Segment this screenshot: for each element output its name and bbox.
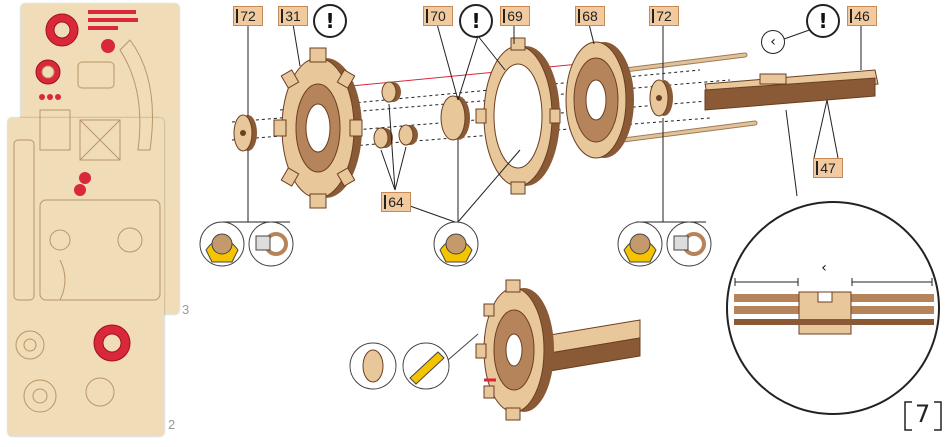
warning-icon: ! — [459, 4, 493, 38]
shaft-detail-magnifier — [726, 201, 940, 415]
part-label-69: 69 — [500, 6, 530, 26]
glue-icons — [199, 221, 712, 390]
part-label-46: 46 — [847, 6, 877, 26]
ring-gear-69 — [475, 37, 561, 195]
part-label-47: 47 — [813, 158, 843, 178]
part-70 — [440, 95, 470, 141]
shaft-46-47 — [704, 69, 879, 111]
direction-arrow-icon: ‹ — [761, 30, 785, 54]
step-number: 7 — [915, 400, 931, 428]
assembled-gear — [475, 279, 641, 421]
gear-31 — [273, 47, 363, 209]
step-bracket — [904, 401, 942, 431]
leader-lines — [222, 23, 862, 223]
part-label-70: 70 — [423, 6, 453, 26]
part-label-68: 68 — [575, 6, 605, 26]
washer-72-right — [649, 79, 673, 117]
part-label-72-right: 72 — [649, 6, 679, 26]
part-label-31: 31 — [278, 6, 308, 26]
sheet-number-2: 2 — [168, 417, 176, 432]
glue-spread-icon — [666, 221, 712, 267]
sheet-3-parts — [35, 10, 161, 301]
part-label-72-left: 72 — [233, 6, 263, 26]
direction-arrow-icon: ‹ — [821, 260, 827, 276]
warning-icon: ! — [313, 4, 347, 38]
disc-68 — [565, 41, 634, 159]
sheet-number-3: 3 — [182, 302, 190, 317]
glue-spread-icon — [248, 221, 294, 267]
warning-icon: ! — [806, 4, 840, 38]
washer-72-left — [233, 114, 257, 152]
part-label-64: 64 — [381, 192, 411, 212]
spacers-64 — [373, 81, 418, 149]
sheet-2-parts — [13, 139, 131, 413]
